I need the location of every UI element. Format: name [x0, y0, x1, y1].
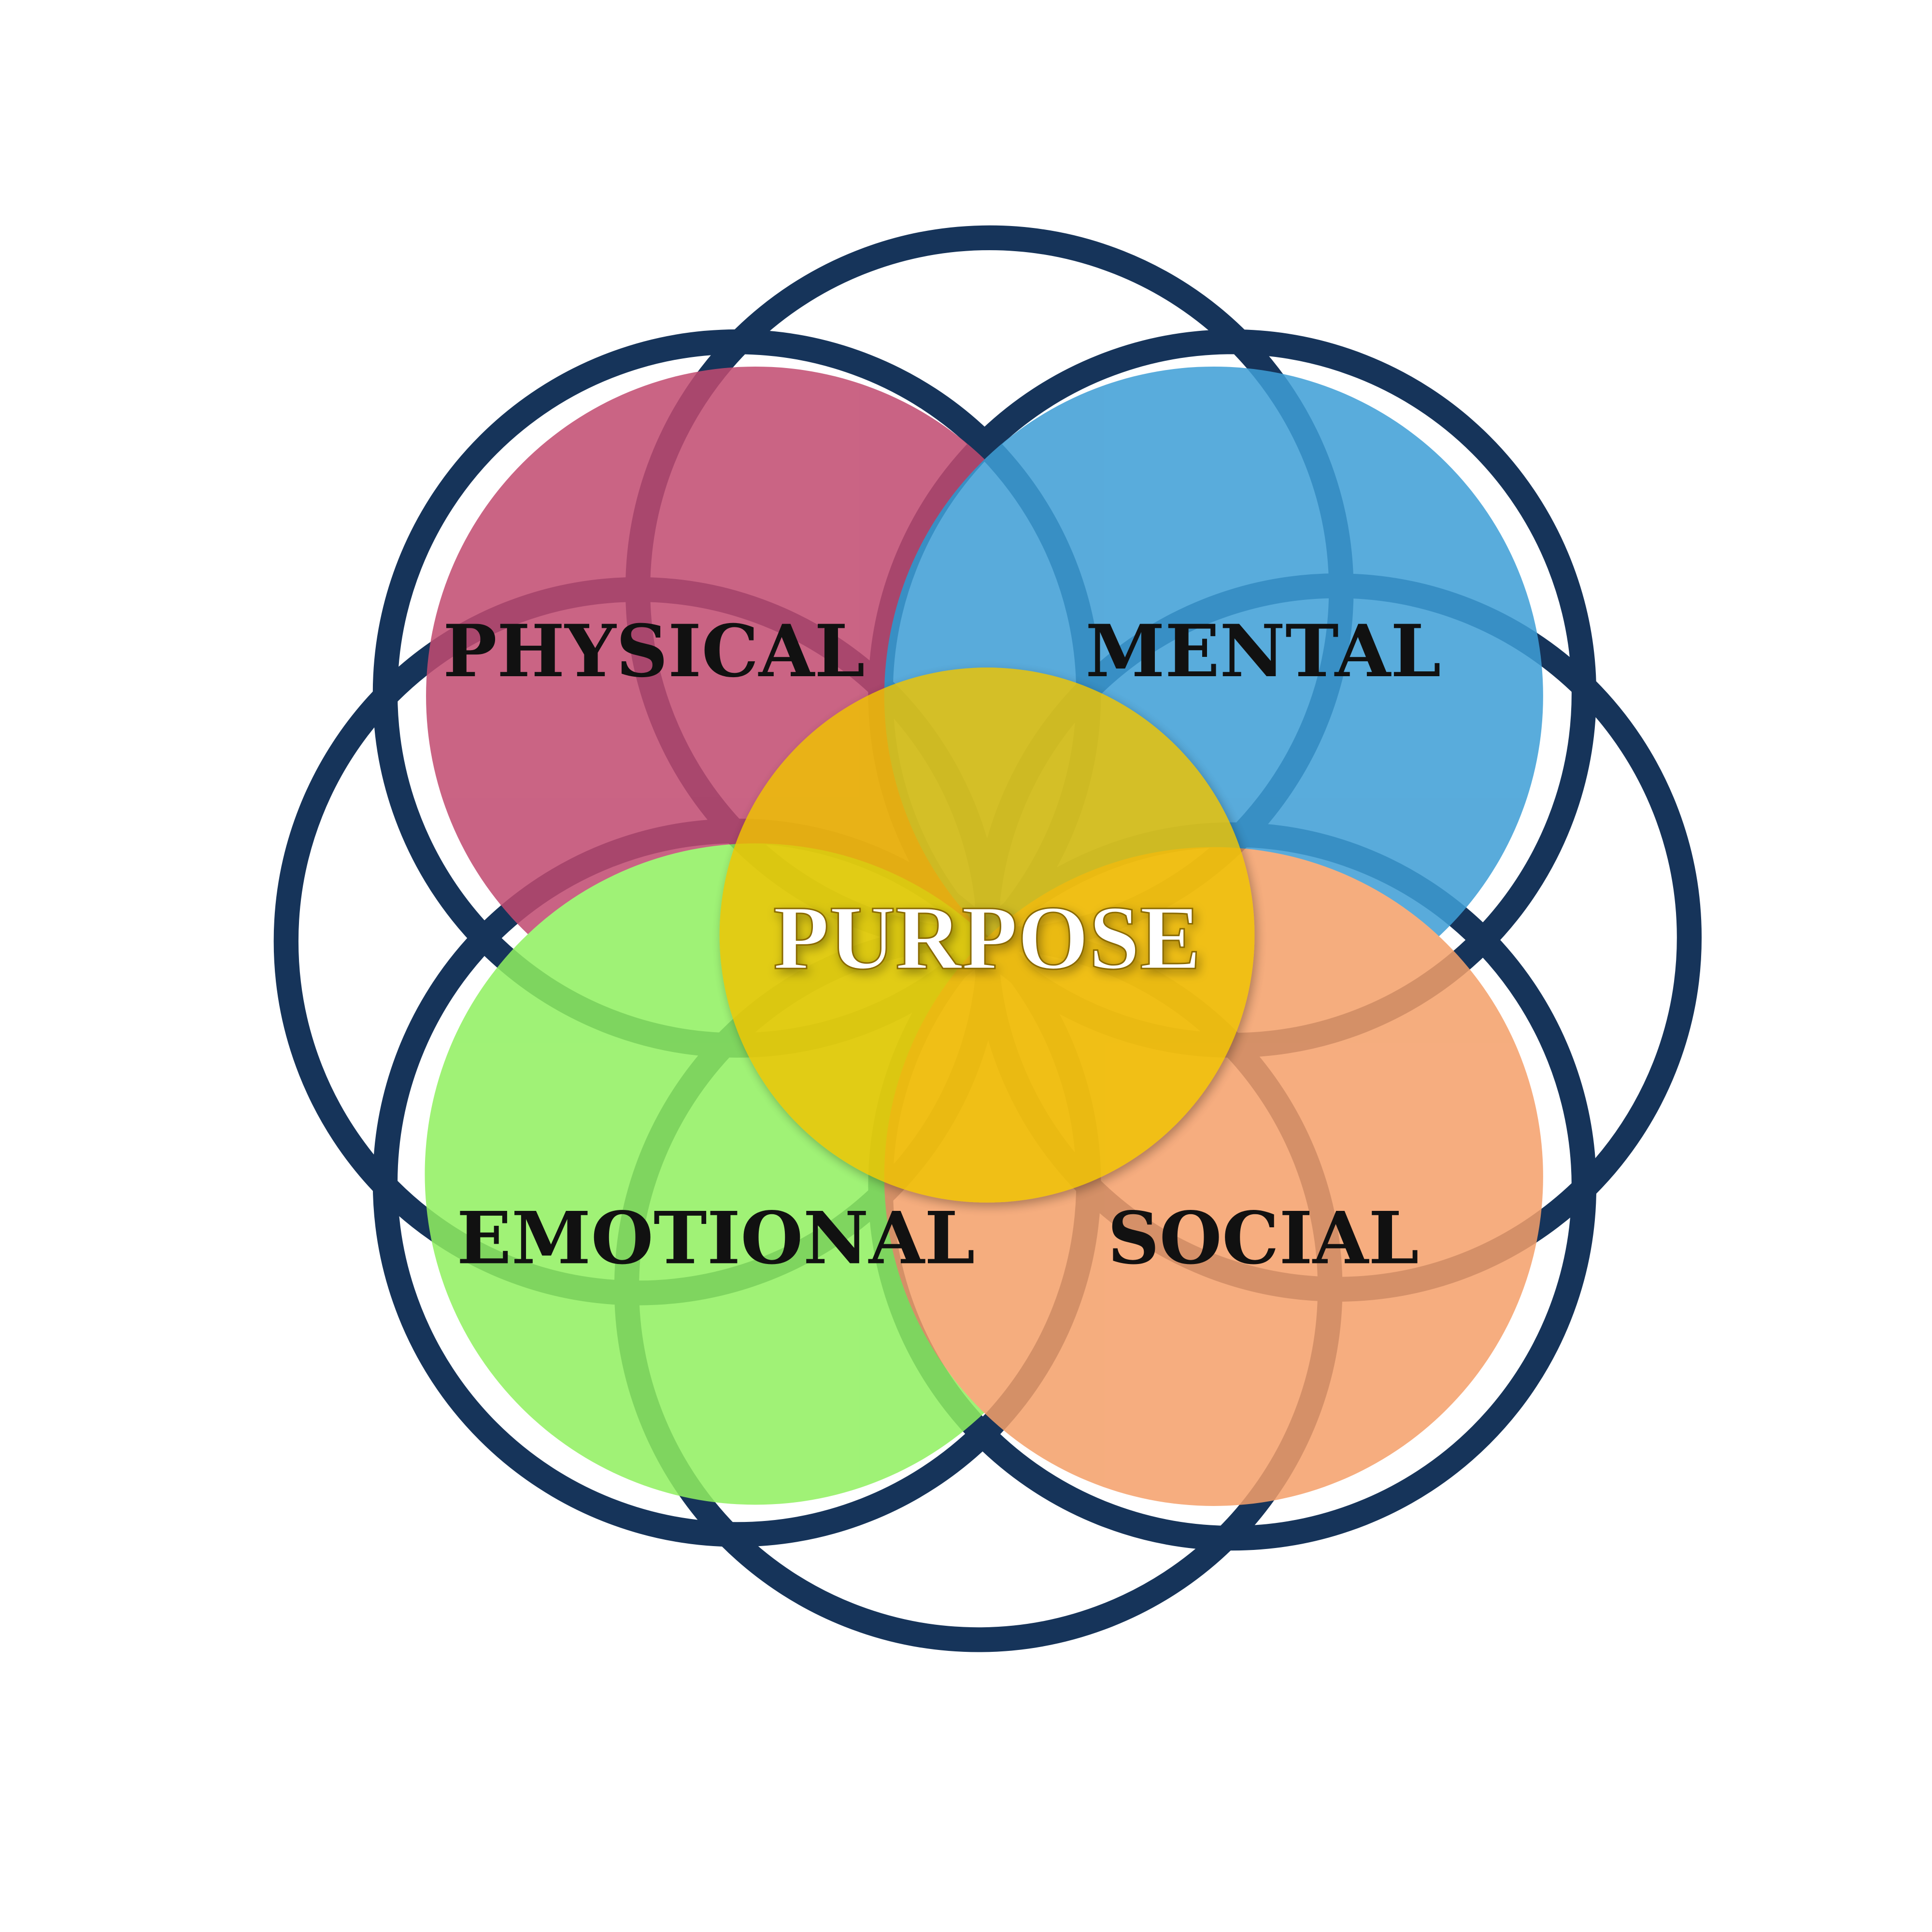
- label-mental: MENTAL: [1085, 609, 1441, 694]
- label-purpose: PURPOSE: [773, 887, 1201, 989]
- label-social: SOCIAL: [1108, 1196, 1419, 1280]
- label-physical: PHYSICAL: [443, 609, 865, 694]
- label-emotional: EMOTIONAL: [457, 1196, 975, 1280]
- purpose-circle[interactable]: [719, 668, 1255, 1203]
